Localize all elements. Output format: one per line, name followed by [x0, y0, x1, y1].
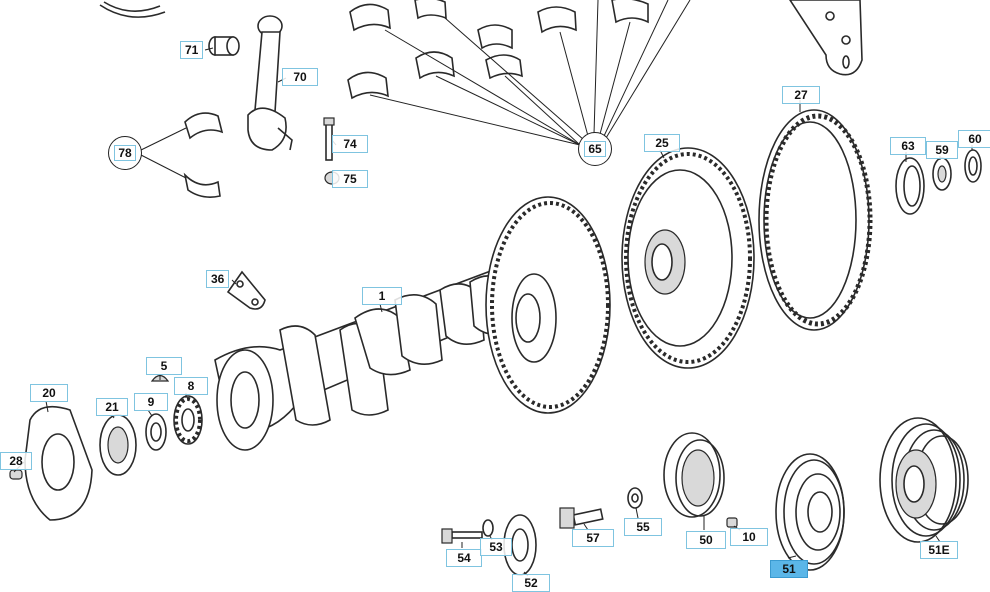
bushing-71-part: [208, 36, 240, 56]
callout-65-label: 65: [584, 141, 606, 157]
bearing-leaders: [369, 0, 691, 146]
thrust-bearing-shells-part: [183, 112, 224, 198]
callout-65[interactable]: 65: [578, 132, 612, 166]
seal-ring-63-part: [895, 157, 925, 215]
crankshaft-part: [214, 259, 562, 451]
connecting-rod-part: [247, 15, 293, 151]
callout-8[interactable]: 8: [174, 377, 208, 395]
callout-78-label: 78: [114, 145, 136, 161]
callout-1[interactable]: 1: [362, 287, 402, 305]
callout-59[interactable]: 59: [926, 141, 958, 159]
callout-10[interactable]: 10: [730, 528, 768, 546]
callout-50[interactable]: 50: [686, 531, 726, 549]
callout-74[interactable]: 74: [332, 135, 368, 153]
ring-gear-part: [758, 109, 873, 331]
washer-53-part: [482, 519, 494, 537]
callout-71[interactable]: 71: [180, 41, 204, 59]
callout-75[interactable]: 75: [332, 170, 368, 188]
callout-28[interactable]: 28: [0, 452, 32, 470]
callout-54[interactable]: 54: [446, 549, 482, 567]
callout-52[interactable]: 52: [512, 574, 550, 592]
pulley-51-part: [775, 453, 845, 571]
callout-57[interactable]: 57: [572, 529, 614, 547]
callout-9[interactable]: 9: [134, 393, 168, 411]
snap-ring-part: [99, 1, 166, 18]
bracket-36-part: [226, 270, 266, 310]
spacer-9-part: [145, 413, 167, 451]
callout-36[interactable]: 36: [206, 270, 230, 288]
callout-60[interactable]: 60: [958, 130, 990, 148]
flywheel-part: [621, 147, 755, 369]
bolt-54-part: [441, 528, 483, 544]
ring-60-part: [964, 149, 982, 183]
callout-51-selected[interactable]: 51: [770, 560, 808, 578]
callout-53[interactable]: 53: [480, 538, 512, 556]
callout-70[interactable]: 70: [282, 68, 318, 86]
mounting-plate-part: [789, 0, 863, 76]
callout-51e[interactable]: 51E: [920, 541, 958, 559]
callout-5[interactable]: 5: [146, 357, 182, 375]
callout-78[interactable]: 78: [108, 136, 142, 170]
main-bearing-shells-part: [347, 0, 649, 100]
damper-pulley-51e-part: [879, 417, 969, 543]
hub-50-part: [663, 432, 725, 518]
callout-27[interactable]: 27: [782, 86, 820, 104]
cover-20-part: [24, 405, 93, 521]
callout-21[interactable]: 21: [96, 398, 128, 416]
bearing-59-part: [932, 157, 952, 191]
gear-8-part: [173, 395, 203, 445]
bolt-57-part: [559, 507, 604, 529]
callout-25[interactable]: 25: [644, 134, 680, 152]
seal-21-part: [99, 414, 137, 476]
washer-55-part: [627, 487, 643, 509]
callout-63[interactable]: 63: [890, 137, 926, 155]
sleeve-10-part: [726, 517, 738, 528]
dowel-28-part: [9, 469, 23, 480]
callout-55[interactable]: 55: [624, 518, 662, 536]
callout-20[interactable]: 20: [30, 384, 68, 402]
flywheel-hub-part: [485, 196, 611, 414]
